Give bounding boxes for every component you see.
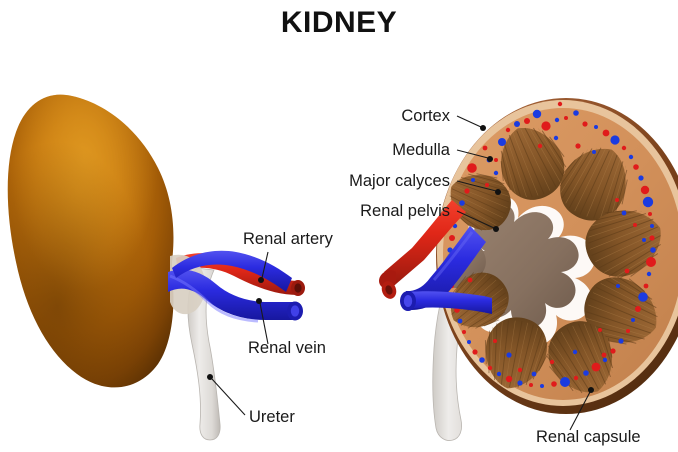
label-ureter-leader bbox=[211, 378, 246, 416]
label-renal-pelvis[interactable]: Renal pelvis bbox=[360, 202, 499, 232]
label-medulla-dot bbox=[487, 156, 493, 162]
label-renal-artery-text: Renal artery bbox=[243, 230, 334, 248]
label-renal-artery-dot bbox=[258, 277, 264, 283]
label-medulla-text: Medulla bbox=[392, 141, 451, 159]
label-major-calyces-dot bbox=[495, 189, 501, 195]
label-ureter-dot bbox=[207, 374, 213, 380]
label-medulla-leader bbox=[456, 149, 489, 159]
label-medulla[interactable]: Medulla bbox=[392, 141, 493, 162]
label-renal-vein-dot bbox=[256, 298, 262, 304]
label-renal-pelvis-leader bbox=[456, 210, 495, 229]
label-renal-vein-text: Renal vein bbox=[248, 339, 326, 357]
label-major-calyces-text: Major calyces bbox=[349, 172, 450, 190]
label-renal-capsule[interactable]: Renal capsule bbox=[536, 387, 641, 446]
label-renal-capsule-text: Renal capsule bbox=[536, 428, 641, 446]
label-ureter-text: Ureter bbox=[249, 408, 295, 426]
label-ureter[interactable]: Ureter bbox=[207, 374, 295, 426]
label-renal-vein-leader bbox=[259, 302, 269, 345]
label-cortex-leader bbox=[456, 115, 482, 128]
whole-kidney-renal-vein bbox=[168, 269, 296, 320]
label-renal-pelvis-text: Renal pelvis bbox=[360, 202, 450, 220]
label-cortex[interactable]: Cortex bbox=[401, 107, 486, 131]
cross-section-renal-vein bbox=[406, 226, 486, 310]
label-layer: Cortex Medulla Major calyces Renal pelvi… bbox=[207, 107, 641, 446]
cross-section-renal-artery bbox=[384, 200, 466, 284]
whole-kidney-ureter bbox=[187, 267, 221, 441]
label-renal-artery[interactable]: Renal artery bbox=[243, 230, 334, 283]
label-cortex-text: Cortex bbox=[401, 107, 450, 125]
label-renal-capsule-dot bbox=[588, 387, 594, 393]
page-title: KIDNEY bbox=[281, 6, 397, 39]
label-major-calyces-leader bbox=[456, 180, 497, 192]
label-renal-capsule-leader bbox=[569, 391, 591, 431]
kidney-cross-section-figure bbox=[379, 98, 678, 441]
whole-kidney-figure bbox=[7, 94, 305, 441]
label-renal-pelvis-dot bbox=[493, 226, 499, 232]
label-renal-artery-leader bbox=[261, 251, 269, 279]
label-renal-vein[interactable]: Renal vein bbox=[248, 298, 326, 357]
label-major-calyces[interactable]: Major calyces bbox=[349, 172, 501, 195]
label-cortex-dot bbox=[480, 125, 486, 131]
